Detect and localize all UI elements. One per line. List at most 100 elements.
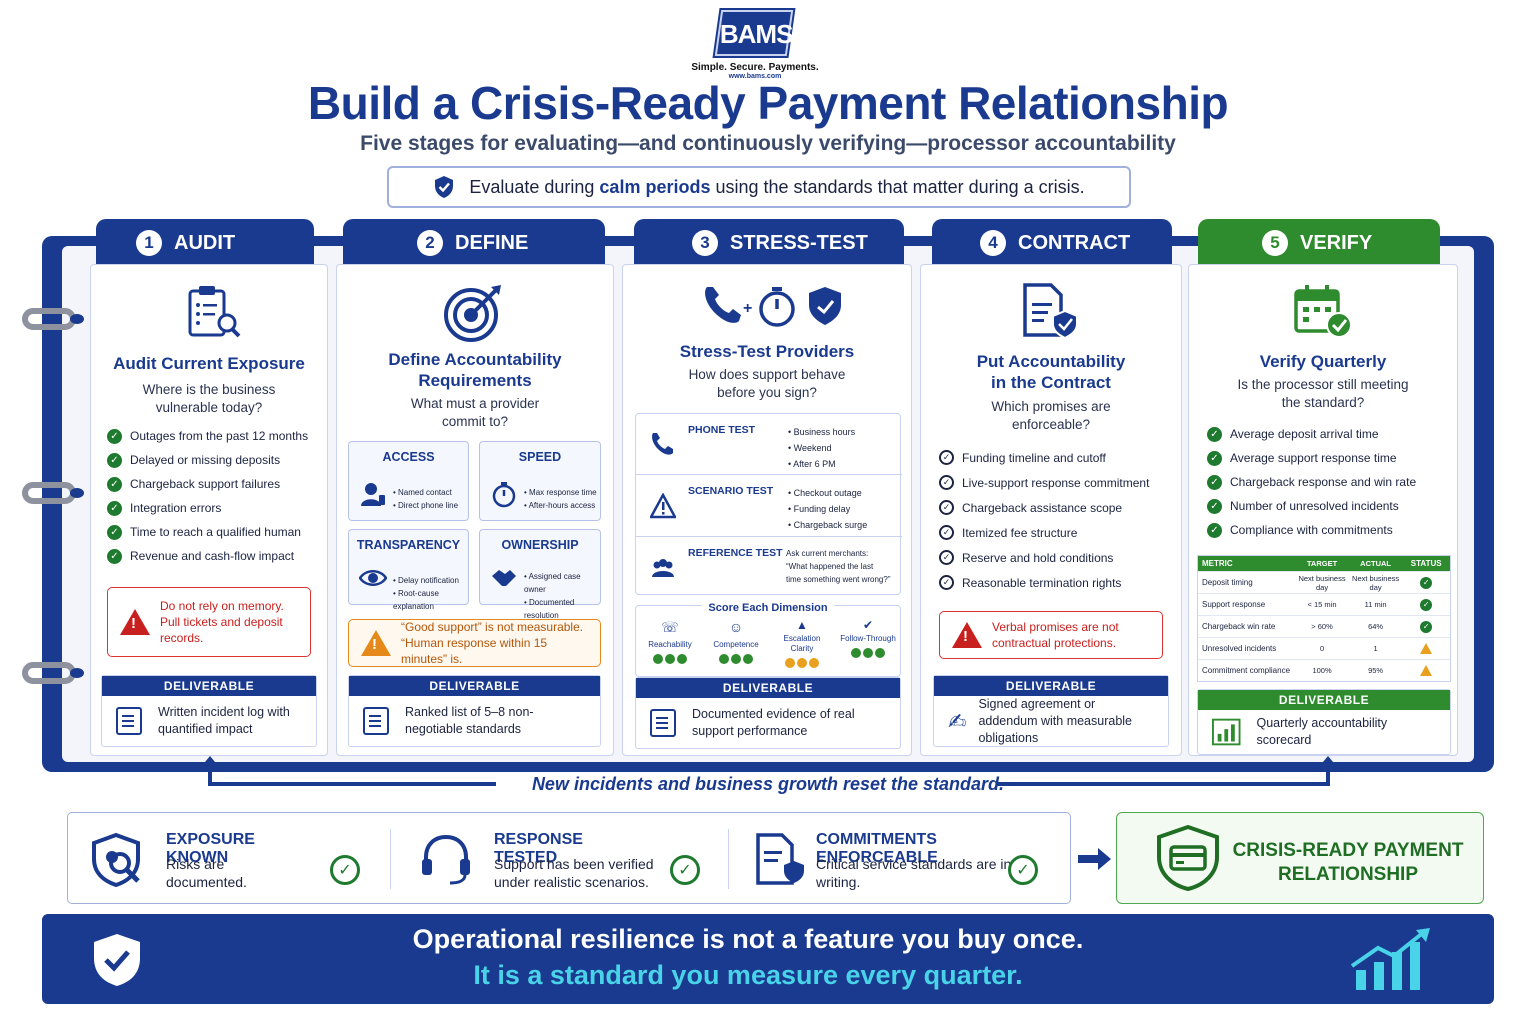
shield-check-icon [94,934,140,986]
check-icon: ✓ [1207,450,1222,466]
headset-icon [422,834,470,885]
score-panel: Score Each Dimension ☏Reachability ☺Comp… [635,602,901,677]
check-circle-icon: ✓ [670,855,700,885]
stress-test-card: + Stress-Test Providers How does support… [622,264,912,756]
list-item: ✓Outages from the past 12 months [107,424,308,448]
access-box: ACCESS• Named contact• Direct phone line [348,441,469,521]
status-ok-icon: ✓ [1420,620,1433,633]
contract-question: Which promises are enforceable? [991,399,1111,432]
bar-chart-icon [1212,718,1241,746]
binder-ring [22,482,84,504]
contract-shield-icon [1023,283,1078,340]
check-icon: ✓ [107,452,122,468]
eye-icon [359,570,387,586]
reset-loop-arrow [200,756,1338,786]
shield-search-icon [92,832,140,887]
transparency-box: TRANSPARENCY• Delay notification• Root-c… [348,529,469,611]
check-icon: ✓ [107,428,122,444]
verify-list: ✓Average deposit arrival time ✓Average s… [1207,422,1416,542]
check-outline-icon: ✓ [939,450,954,465]
stopwatch-icon [492,482,516,508]
speed-box: SPEED• Max response time• After-hours ac… [479,441,601,521]
check-outline-icon: ✓ [939,575,954,590]
check-icon: ✓ [107,548,122,564]
contract-deliverable: DELIVERABLE✍Signed agreement or addendum… [933,675,1169,747]
bams-logo: BAMS Simple. Secure. Payments. www.bams.… [690,10,820,80]
user-phone-icon [361,483,385,506]
document-check-icon [650,709,676,737]
document-icon [116,707,142,735]
audit-card: Audit Current Exposure Where is the busi… [90,264,328,756]
list-item: ✓Itemized fee structure [939,520,1149,545]
list-item: ✓Integration errors [107,496,308,520]
list-item: ✓Live-support response commitment [939,470,1149,495]
phone-stopwatch-shield-icon: + [705,287,841,327]
phone-icon [652,433,673,455]
list-item: ✓Revenue and cash-flow impact [107,544,308,568]
audit-list: ✓Outages from the past 12 months ✓Delaye… [107,424,308,568]
status-ok-icon: ✓ [1420,576,1433,589]
binder-ring [22,662,84,684]
growth-chart-icon [1350,928,1430,990]
document-shield-icon [756,833,804,885]
shield-card-icon [1157,825,1219,891]
clipboard-search-icon [188,286,241,338]
list-item: ✓Average deposit arrival time [1207,422,1416,446]
verify-title: Verify Quarterly [1259,352,1387,371]
define-card: Define Accountability Requirements What … [336,264,614,756]
table-row: Chargeback win rate> 60%64%✓ [1198,615,1450,637]
check-icon: ✓ [107,476,122,492]
warning-icon [361,630,391,656]
contract-card: Put Accountability in the Contract Which… [920,264,1182,756]
shield-check-icon [435,176,454,198]
check-outline-icon: ✓ [939,475,954,490]
list-item: ✓Reasonable termination rights [939,570,1149,595]
pen-sign-icon: ✍ [948,708,967,734]
audit-title: Audit Current Exposure [113,354,305,373]
dim-competence: ☺Competence [706,620,766,664]
handshake-icon [492,570,516,586]
check-icon: ✓ [1207,498,1222,514]
list-item: ✓Number of unresolved incidents [1207,494,1416,518]
check-circle-icon: ✓ [330,855,360,885]
check-icon: ✓ [107,524,122,540]
calm-periods-callout: Evaluate during calm periods using the s… [387,166,1131,208]
list-item: ✓Funding timeline and cutoff [939,445,1149,470]
crisis-ready-badge: CRISIS-READY PAYMENT RELATIONSHIP [1116,812,1484,904]
page-subtitle: Five stages for evaluating—and continuou… [360,132,1176,155]
contract-warning: Verbal promises are not contractual prot… [939,611,1163,659]
list-item: ✓Time to reach a qualified human [107,520,308,544]
check-circle-icon: ✓ [1008,855,1038,885]
contract-title: Put Accountability in the Contract [976,352,1126,392]
svg-text:+: + [743,300,752,317]
status-warning-icon [1420,643,1433,654]
define-title: Define Accountability Requirements [388,350,562,390]
list-item: ✓Reserve and hold conditions [939,545,1149,570]
audit-question: Where is the business vulnerable today? [142,382,276,415]
ownership-box: OWNERSHIP• Assigned case owner• Document… [479,529,601,620]
binder-ring [22,308,84,330]
loop-caption: New incidents and business growth reset … [531,774,1005,794]
dim-reachability: ☏Reachability [640,620,700,664]
list-item: ✓Delayed or missing deposits [107,448,308,472]
arrow-right-icon [1078,848,1111,870]
status-warning-icon [1420,665,1433,676]
footer-line-1: Operational resilience is not a feature … [412,924,1084,954]
dim-follow-through: ✔Follow-Through [838,619,898,658]
verify-card: Verify Quarterly Is the processor still … [1188,264,1458,756]
calendar-check-icon [1294,285,1352,338]
